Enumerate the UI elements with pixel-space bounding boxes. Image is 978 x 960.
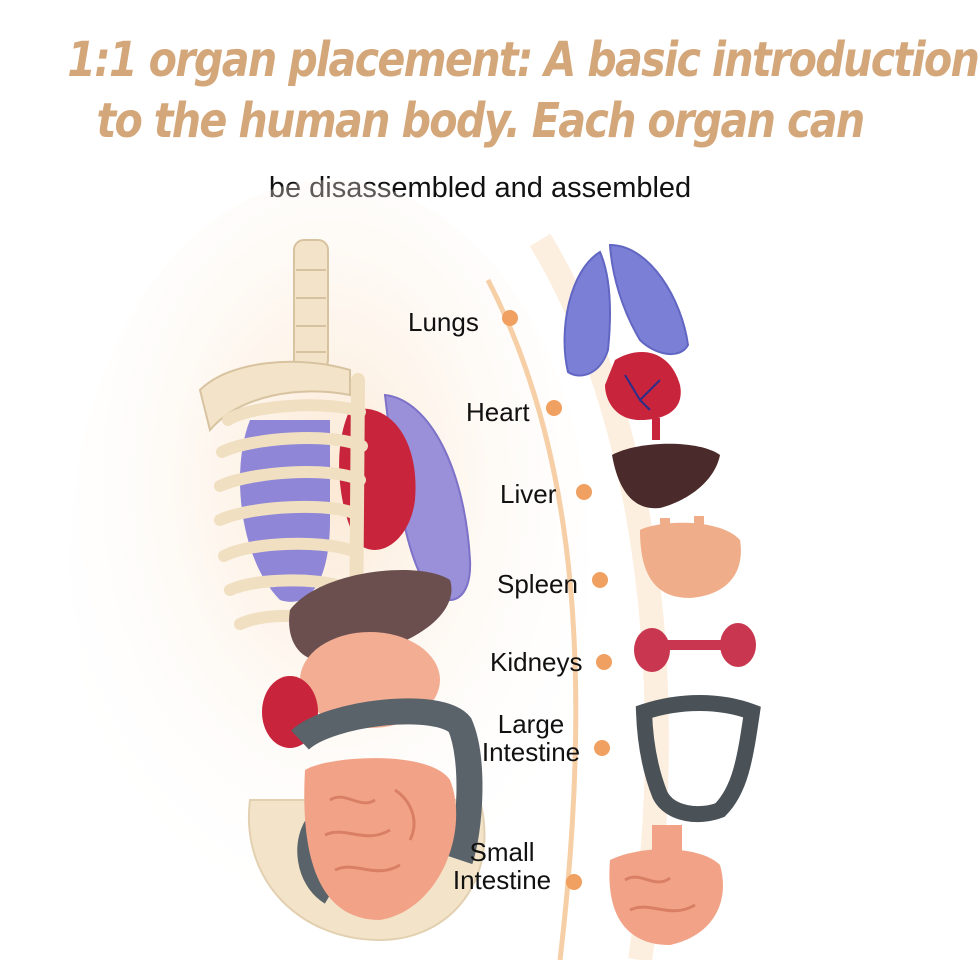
label-large-intestine-line-2: Intestine (481, 737, 581, 767)
timeline-dot-liver (576, 484, 592, 500)
model-liver (289, 570, 452, 661)
spine (293, 239, 329, 371)
label-kidneys: Kidneys (490, 647, 583, 677)
headline-line-1: 1:1 organ placement: A basic introductio… (67, 32, 978, 88)
label-large-intestine: Large Intestine (472, 710, 590, 766)
label-small-intestine-line-1: Small (469, 837, 535, 867)
label-large-intestine-line-1: Large (497, 709, 565, 739)
label-liver: Liver (500, 479, 557, 509)
label-spleen: Spleen (497, 569, 578, 599)
organ-small-intestine (609, 849, 723, 945)
organ-kidney-right (720, 623, 756, 667)
timeline-dot-large-intestine (594, 740, 610, 756)
organ-spleen (640, 522, 741, 598)
timeline-dot-kidneys (596, 654, 612, 670)
organ-heart (605, 352, 681, 420)
headline-line-2: to the human body. Each organ can (96, 93, 865, 149)
timeline-dot-small-intestine (566, 874, 582, 890)
label-heart: Heart (466, 397, 530, 427)
clavicle (198, 360, 351, 433)
organ-large-intestine (635, 695, 761, 823)
timeline-curve (485, 278, 579, 960)
organ-kidney-left (634, 628, 670, 672)
model-large-intestine (291, 698, 483, 865)
small-intestine-folds (324, 788, 416, 873)
label-small-intestine-line-2: Intestine (452, 865, 552, 895)
label-lungs: Lungs (408, 307, 479, 337)
timeline-dot-spleen (592, 572, 608, 588)
organ-lungs-right (608, 243, 690, 355)
organ-lungs-left (563, 250, 611, 377)
organ-liver (612, 443, 720, 509)
timeline-dot-lungs (502, 310, 518, 326)
timeline-dot-heart (546, 400, 562, 416)
label-small-intestine: Small Intestine (443, 838, 561, 894)
